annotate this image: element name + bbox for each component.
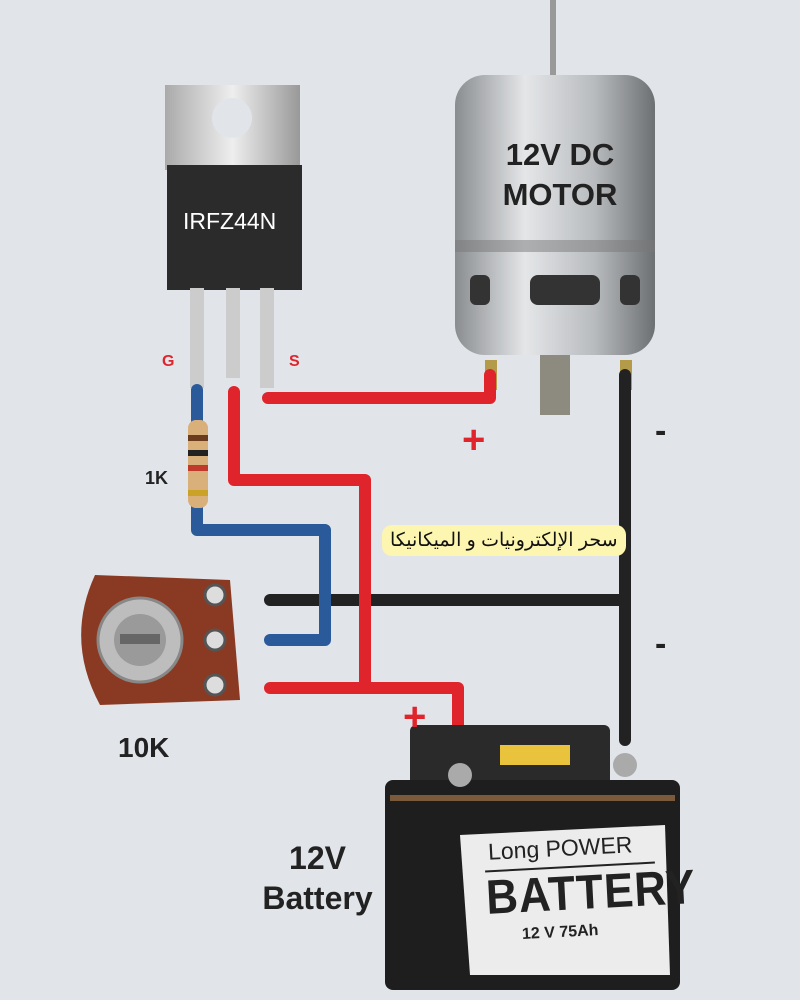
- mosfet-label: IRFZ44N: [183, 208, 277, 234]
- battery-caption-line1: 12V: [289, 840, 346, 876]
- arabic-watermark: سحر الإلكترونيات و الميكانيكا: [382, 525, 626, 556]
- gate-pin-label: G: [162, 353, 175, 370]
- resistor-label: 1K: [145, 468, 169, 488]
- battery-plus-mark: +: [403, 695, 427, 739]
- motor-plus-mark: +: [462, 418, 486, 462]
- mosfet-irfz44n: [165, 85, 302, 388]
- motor-label: 12V DC MOTOR: [500, 135, 620, 215]
- motor-label-line1: 12V DC: [505, 137, 615, 172]
- potentiometer-10k: [81, 575, 241, 705]
- source-to-motor-wire: [262, 369, 496, 404]
- battery-caption: 12V Battery: [250, 838, 385, 918]
- battery-caption-line2: Battery: [262, 880, 373, 916]
- source-pin-label: S: [289, 353, 300, 370]
- battery-minus-mark: -: [655, 625, 667, 663]
- drain-wire: [228, 386, 464, 806]
- motor-minus-mark: -: [655, 412, 667, 450]
- battery: [385, 725, 680, 990]
- battery-brand-main: BATTERY: [484, 860, 698, 925]
- motor-label-line2: MOTOR: [502, 177, 618, 212]
- motor-shaft: [550, 0, 556, 80]
- dc-motor: [455, 75, 655, 415]
- resistor-1k: [188, 420, 208, 508]
- potentiometer-label: 10K: [118, 732, 170, 763]
